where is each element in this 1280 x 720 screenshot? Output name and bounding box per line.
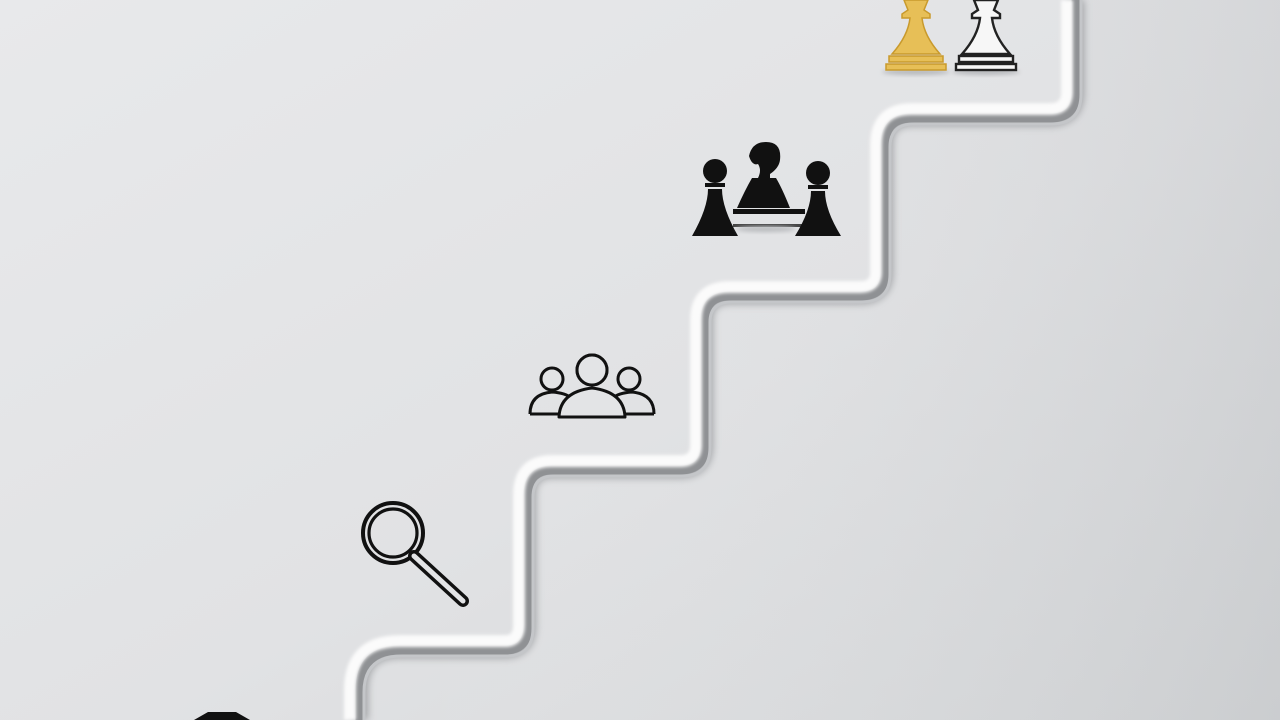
staircase-inner-line xyxy=(362,0,1083,720)
chess-pawns-gold-white-icon xyxy=(882,0,1020,75)
white-pawn-icon xyxy=(952,0,1020,75)
gold-pawn-icon xyxy=(882,0,950,75)
magnifying-glass-icon xyxy=(361,501,469,607)
staircase-highlight xyxy=(344,0,1073,720)
people-group-icon xyxy=(528,353,656,419)
chess-pieces-team-icon xyxy=(692,142,841,236)
staircase-groove xyxy=(355,0,1081,720)
partial-dark-shape-icon xyxy=(194,712,250,720)
stair-block-shade xyxy=(360,0,1280,720)
